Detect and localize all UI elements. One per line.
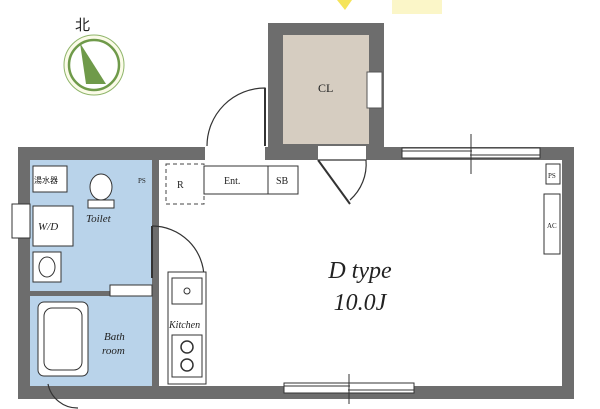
toilet-tank [87, 199, 115, 209]
bath-label-line1: Bath [104, 331, 125, 343]
water-heater-box [32, 165, 68, 193]
washer-door-icon [11, 203, 31, 239]
bath-room: Bath room [30, 284, 153, 409]
right-fixtures: PS AC [543, 163, 561, 255]
entrance-door-swing [206, 87, 266, 147]
water-heater-label: 湯水器 [34, 175, 58, 185]
sink-drain-icon [183, 287, 191, 295]
kitchen-label: Kitchen [168, 320, 200, 331]
top-window [401, 134, 541, 174]
unit-area-label: 10.0J [334, 290, 388, 316]
toilet-icon [89, 173, 113, 201]
left-wall [18, 147, 30, 399]
top-highlight-marks [337, 0, 442, 14]
entrance-label: Ent. [224, 176, 240, 187]
closet-door-swing [318, 159, 367, 201]
highlight-arrow [337, 0, 352, 10]
compass-label: 北 [75, 17, 90, 34]
compass: 北 [63, 17, 125, 96]
pipe-space-right-box [545, 163, 561, 185]
bottom-window [283, 374, 415, 404]
highlight-glow [392, 0, 442, 14]
bath-door-panel [109, 284, 153, 297]
burner-1-icon [180, 340, 194, 354]
closet-door-panel [366, 71, 383, 109]
toilet-label: Toilet [86, 213, 112, 225]
closet-floor [283, 35, 369, 144]
closet-door [317, 146, 367, 205]
burner-2-icon [180, 358, 194, 372]
washbasin-bowl [38, 256, 56, 278]
entrance-door [205, 87, 266, 160]
washer-space [32, 205, 74, 247]
unit-type-label: D type [327, 258, 392, 284]
entrance-area: R Ent. SB [165, 163, 299, 205]
pipe-space-left-label: PS [138, 177, 146, 185]
closet-door-opening [318, 146, 366, 160]
bathtub-inner [43, 307, 83, 371]
air-conditioner-label: AC [547, 222, 557, 230]
shoe-box [267, 165, 299, 195]
closet-room: CL [268, 23, 384, 147]
refrigerator-space [165, 163, 205, 205]
north-arrow-icon [80, 43, 106, 84]
entrance-door-opening [205, 146, 265, 160]
refrigerator-label: R [177, 180, 184, 191]
pipe-space-right-label: PS [548, 172, 556, 180]
bath-door-swing [47, 383, 79, 409]
main-room: D type 10.0J [327, 258, 392, 316]
toilet-door-swing [151, 225, 205, 279]
bath-label-line2: room [102, 345, 125, 357]
kitchen: Kitchen [167, 271, 207, 385]
air-conditioner-box [543, 193, 561, 255]
right-wall [562, 147, 574, 399]
inner-wall-wet-area [152, 160, 159, 386]
entrance-box [203, 165, 269, 195]
inner-wall-toilet-bath [30, 291, 152, 296]
shoe-box-label: SB [276, 176, 289, 187]
kitchen-sink-icon [171, 277, 203, 305]
closet-door-leaf [317, 159, 351, 205]
closet-label: CL [318, 81, 333, 95]
washer-label: W/D [38, 221, 58, 233]
toilet-room: 湯水器 Toilet W/D PS [11, 160, 205, 291]
stove-icon [171, 334, 203, 378]
